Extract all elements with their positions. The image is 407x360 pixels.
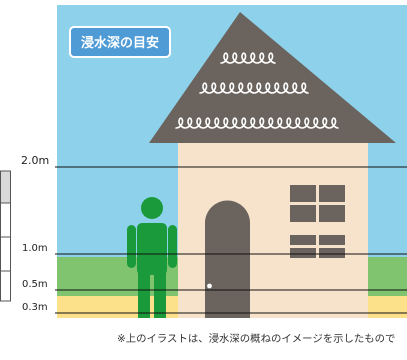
house-roof (149, 12, 396, 143)
illustration-note: ※上のイラストは、浸水深の概ねのイメージを示したもので (117, 332, 395, 345)
title-badge: 浸水深の目安 (69, 26, 171, 58)
house-icon (149, 12, 396, 318)
roof-decoration-row (175, 117, 339, 129)
partial-table (0, 170, 11, 302)
window-pane (319, 205, 345, 222)
table-cell (0, 202, 11, 238)
depth-label: 0.3m (22, 302, 48, 313)
window-pane (319, 248, 345, 258)
person-right-leg (154, 270, 166, 318)
window-pane (290, 248, 316, 258)
person-head (141, 197, 163, 219)
depth-marker-2m: 2.0m (21, 154, 407, 168)
depth-label: 0.5m (22, 279, 48, 290)
depth-label: 2.0m (21, 154, 49, 167)
person-left-arm (127, 225, 136, 268)
table-cell (0, 270, 11, 302)
title-badge-background (69, 26, 171, 58)
window-pane (319, 235, 345, 245)
window-pane (290, 185, 316, 202)
page-title: 浸水深の目安 (81, 35, 159, 51)
person-left-leg (138, 270, 150, 318)
person-icon (127, 197, 177, 318)
depth-marker-0-3m: 0.3m (22, 302, 407, 314)
window-pane (290, 205, 316, 222)
table-header-cell (0, 170, 11, 204)
person-right-arm (168, 225, 177, 268)
depth-marker-1m: 1.0m (22, 243, 407, 255)
roof-decoration-row (199, 82, 309, 94)
depth-marker-0-5m: 0.5m (22, 279, 407, 291)
table-cell (0, 236, 11, 272)
depth-label: 1.0m (22, 243, 48, 254)
door-knob (207, 283, 212, 289)
window-pane (290, 235, 316, 245)
window-pane (319, 185, 345, 202)
lower-window (290, 235, 345, 258)
roof-decoration-row (220, 52, 276, 64)
person-torso (137, 223, 167, 275)
upper-window (290, 185, 345, 222)
house-door (205, 200, 250, 318)
